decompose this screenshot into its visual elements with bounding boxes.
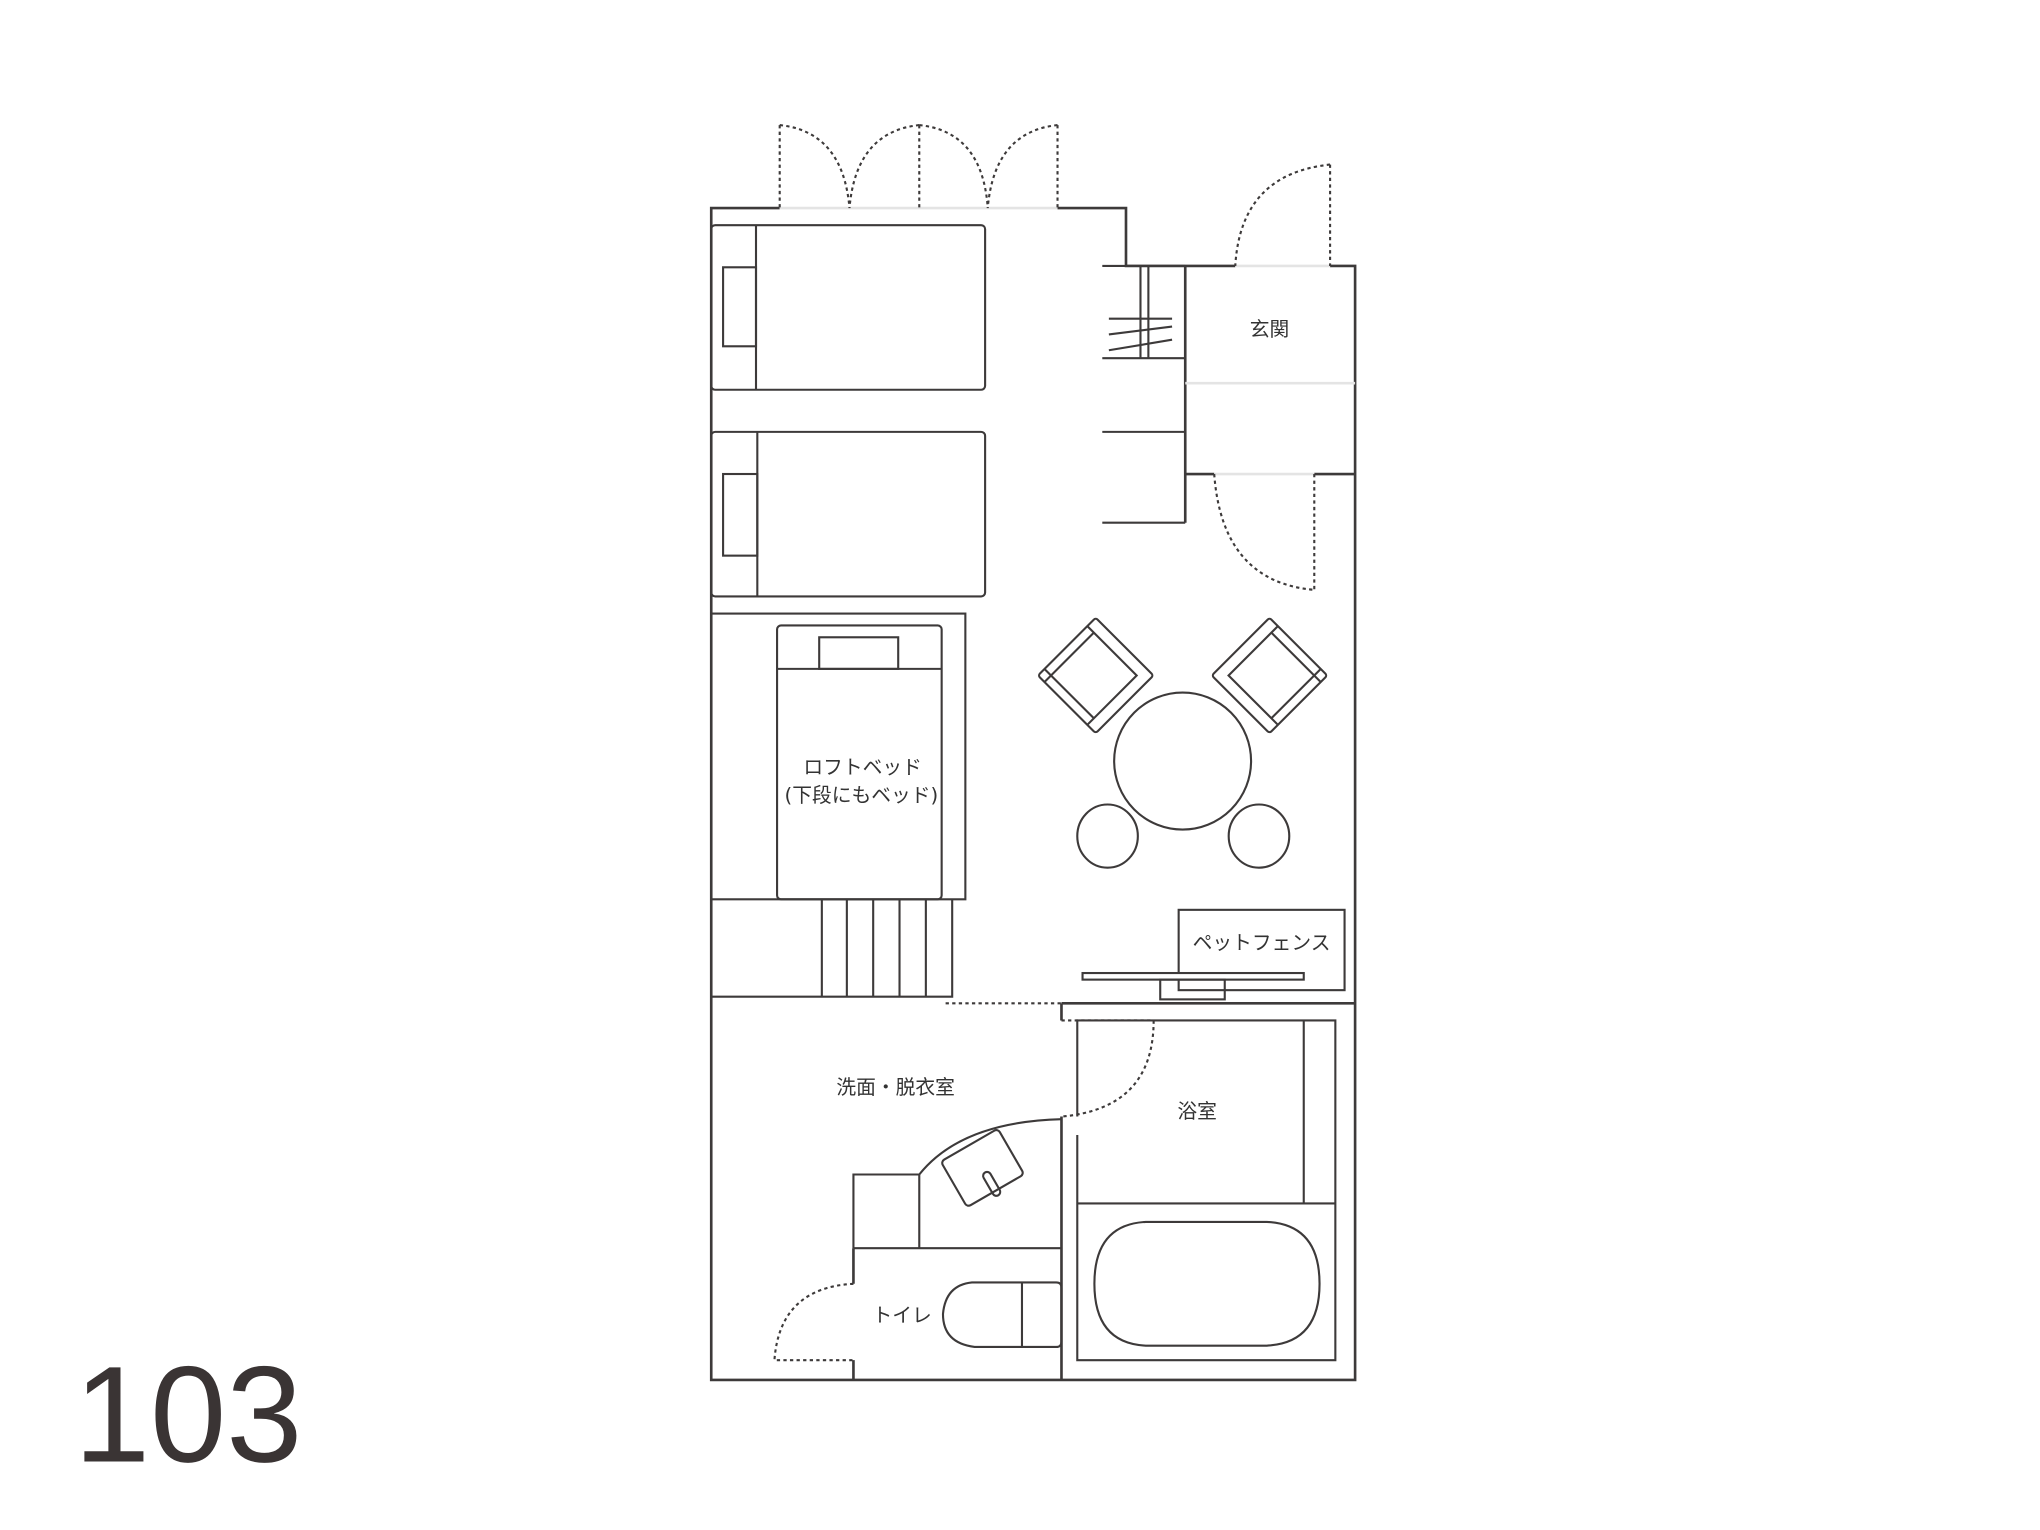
lounge-set <box>1038 617 1328 869</box>
washroom: 洗面・脱衣室 <box>836 1002 1356 1380</box>
armchair-left <box>1038 617 1154 734</box>
bathroom: 浴室 <box>1076 1019 1337 1362</box>
loft-bed-label: ロフトベッド <box>803 756 922 779</box>
room-number: 103 <box>74 1339 302 1492</box>
tv-and-fence: ペットフェンス <box>1081 908 1346 1001</box>
stool-right <box>1227 803 1291 869</box>
entrance-label: 玄関 <box>1250 318 1290 341</box>
armchair-right <box>1211 617 1328 734</box>
closet <box>1102 264 1186 524</box>
bathroom-label: 浴室 <box>1177 1100 1217 1123</box>
sink <box>941 1129 1024 1207</box>
bed-2 <box>710 430 987 598</box>
toilet-label: トイレ <box>873 1304 932 1327</box>
toilet-room: トイレ <box>773 1248 1063 1380</box>
bed-1 <box>710 224 987 391</box>
entrance-area: 玄関 <box>1183 163 1356 591</box>
stool-left <box>1076 803 1139 869</box>
washroom-label: 洗面・脱衣室 <box>836 1076 955 1099</box>
round-table <box>1113 691 1253 831</box>
loft-bed-sublabel: (下段にもベッド) <box>785 784 939 807</box>
balcony-doors <box>778 124 1059 209</box>
loft-bed: ロフトベッド (下段にもベッド) <box>710 612 967 998</box>
pet-fence-label: ペットフェンス <box>1193 931 1331 954</box>
